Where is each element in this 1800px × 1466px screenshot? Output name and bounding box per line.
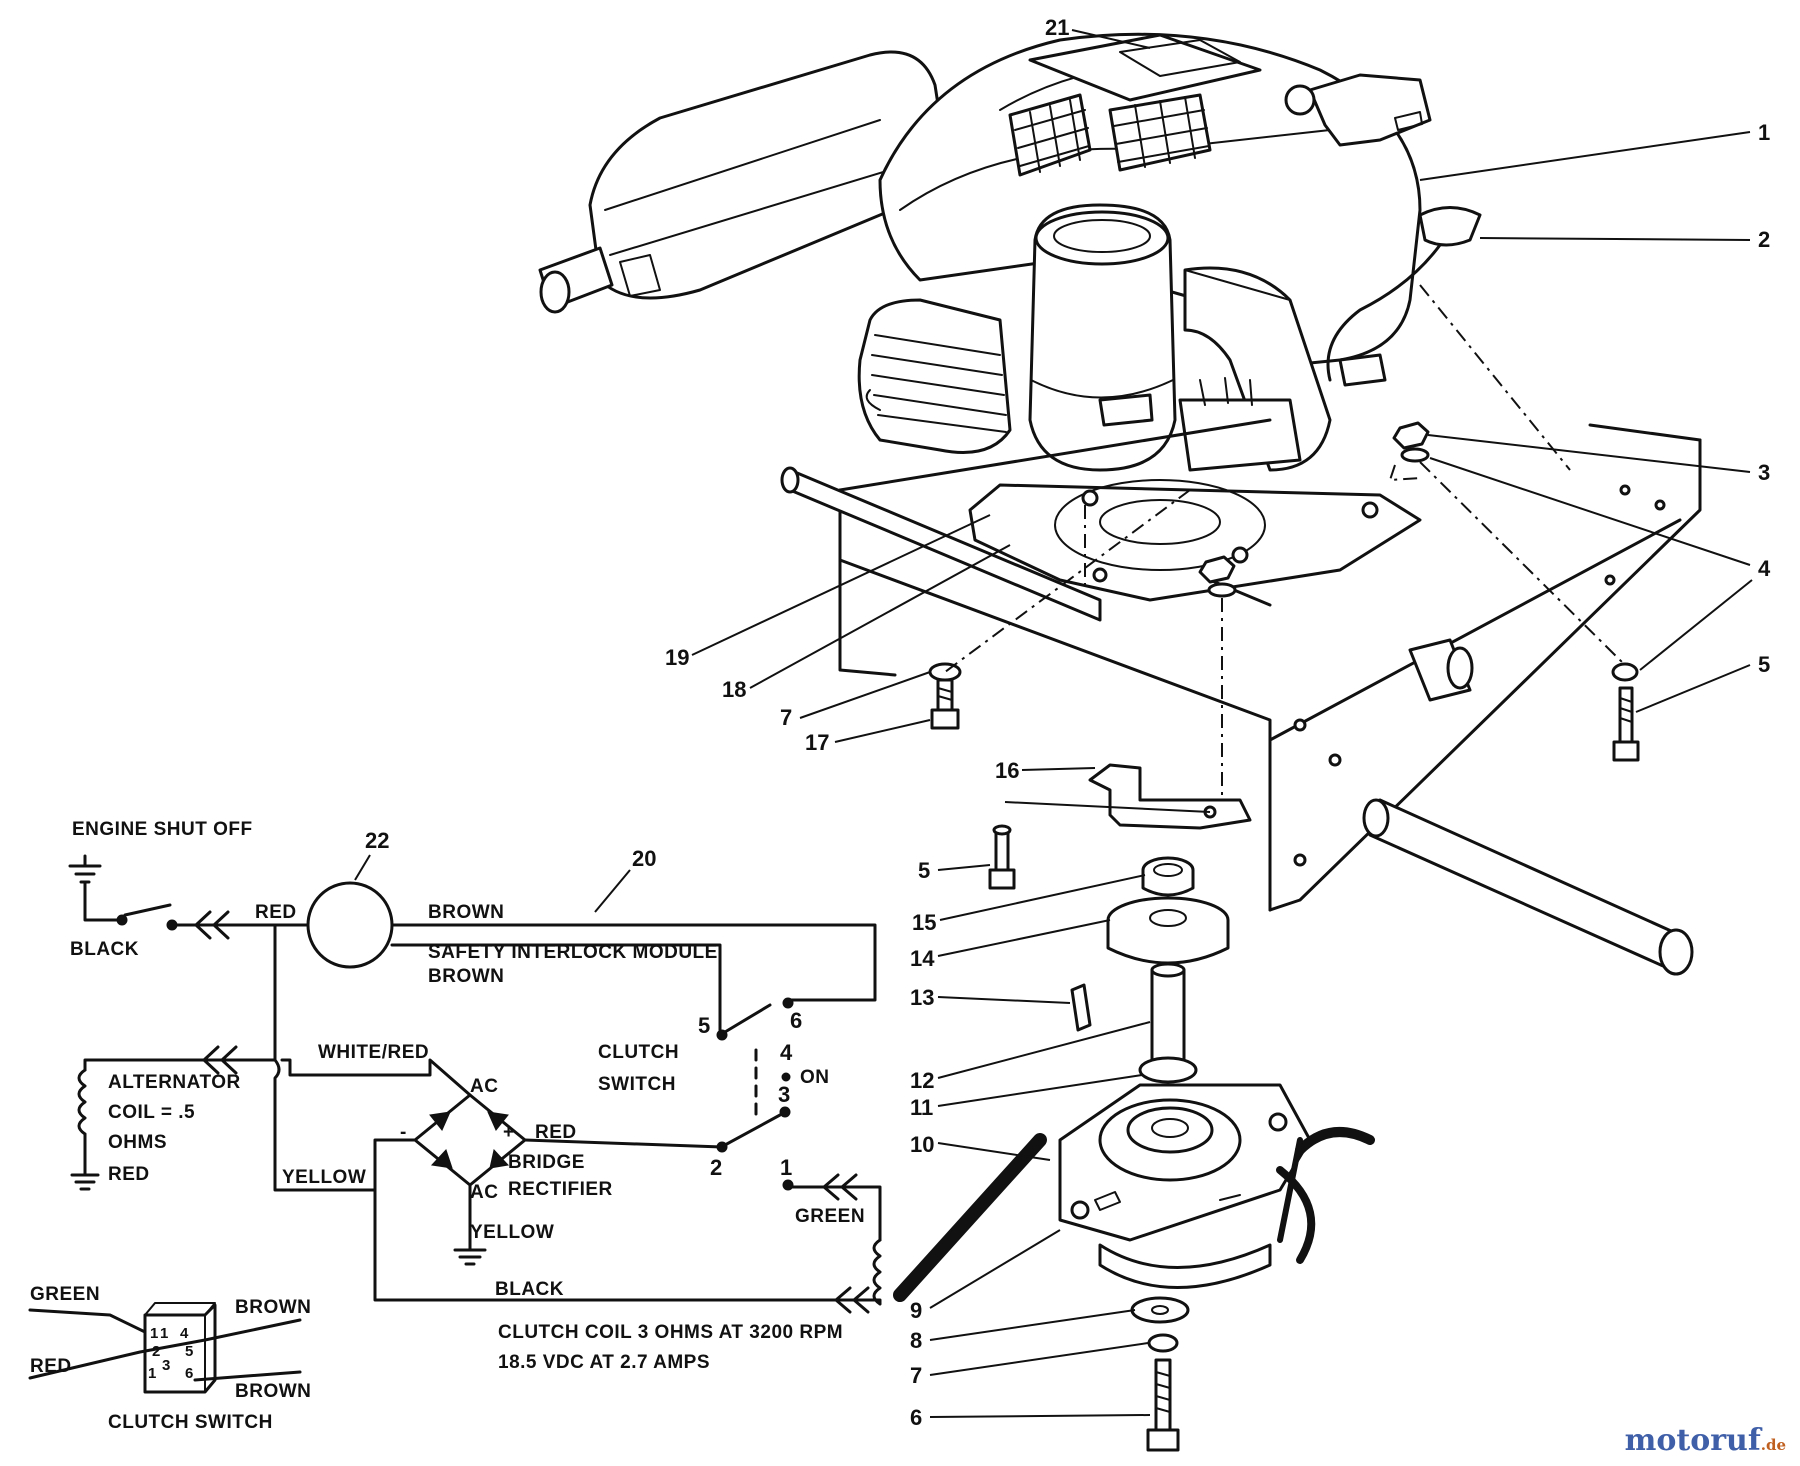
detail-green-label: GREEN xyxy=(30,1284,100,1305)
part-callouts: 21 1 2 3 4 5 19 18 7 17 16 5 15 14 13 12… xyxy=(665,15,1771,1430)
engine-assembly-drawing xyxy=(538,32,1702,1452)
detail-caption: CLUTCH SWITCH xyxy=(108,1412,273,1433)
bridge-label: BRIDGE xyxy=(508,1152,585,1173)
detail-red-label: RED xyxy=(30,1356,72,1377)
mounting-flange xyxy=(968,479,1422,602)
ac-bottom-label: AC xyxy=(470,1182,498,1203)
clutch-switch-detail: 1 1 4 2 5 1 3 6 GREEN BROWN RED BROWN CL… xyxy=(28,1284,311,1433)
callout-22: 22 xyxy=(365,828,389,853)
terminal-1: 1 xyxy=(780,1155,792,1180)
clutch-coil-spec-2: 18.5 VDC AT 2.7 AMPS xyxy=(498,1352,710,1373)
callout-15: 15 xyxy=(912,910,936,935)
ohms-label: OHMS xyxy=(108,1132,167,1153)
wiring-schematic: ENGINE SHUT OFF BLACK RED 22 20 BROWN SA… xyxy=(68,819,882,1373)
white-red-label: WHITE/RED xyxy=(318,1042,429,1063)
callout-16: 16 xyxy=(995,758,1019,783)
detail-brown-top-label: BROWN xyxy=(235,1297,311,1318)
rect-red-label: RED xyxy=(535,1122,577,1143)
on-label: ON xyxy=(800,1067,830,1088)
brown-top-label: BROWN xyxy=(428,902,504,923)
callout-6: 6 xyxy=(910,1405,922,1430)
muffler xyxy=(538,50,947,314)
callout-21: 21 xyxy=(1045,15,1069,40)
callout-5-right: 5 xyxy=(1758,652,1770,677)
callout-11: 11 xyxy=(910,1095,933,1120)
bridge-rectifier xyxy=(373,1093,724,1266)
terminal-3: 3 xyxy=(778,1082,790,1107)
intake-and-carburetor xyxy=(1178,206,1482,472)
air-cleaner xyxy=(1028,203,1177,472)
callout-2: 2 xyxy=(1758,227,1770,252)
callout-9: 9 xyxy=(910,1298,922,1323)
cylinder-fins xyxy=(857,298,1012,454)
terminal-6: 6 xyxy=(790,1008,802,1033)
black-wire-label: BLACK xyxy=(70,939,139,960)
callout-1: 1 xyxy=(1758,120,1770,145)
yellow-ground-label: YELLOW xyxy=(470,1222,554,1243)
red-wire-label: RED xyxy=(255,902,297,923)
pin-4: 4 xyxy=(180,1325,189,1342)
callout-7-bottom: 7 xyxy=(910,1363,922,1388)
callout-8: 8 xyxy=(910,1328,922,1353)
callout-5-left: 5 xyxy=(918,858,930,883)
black-bottom-label: BLACK xyxy=(495,1279,564,1300)
callout-14: 14 xyxy=(910,946,935,971)
terminal-4: 4 xyxy=(780,1040,793,1065)
pin-1a: 1 xyxy=(150,1325,158,1342)
site-watermark: motoruf.de xyxy=(1625,1423,1786,1458)
terminal-2: 2 xyxy=(710,1155,722,1180)
alternator-label: ALTERNATOR xyxy=(108,1072,241,1093)
clutch-coil-spec-1: CLUTCH COIL 3 OHMS AT 3200 RPM xyxy=(498,1322,843,1343)
minus-label: - xyxy=(400,1122,407,1143)
alt-red-label: RED xyxy=(108,1164,150,1185)
clutch-switch-label: CLUTCH xyxy=(598,1042,679,1063)
brown-bottom-label: BROWN xyxy=(428,966,504,987)
pin-2: 2 xyxy=(152,1343,160,1360)
safety-interlock-module xyxy=(306,881,394,969)
clutch-assembly xyxy=(893,856,1375,1452)
callout-12: 12 xyxy=(910,1068,934,1093)
pin-1c: 1 xyxy=(148,1365,156,1382)
callout-17: 17 xyxy=(805,730,829,755)
pin-1b: 1 xyxy=(160,1325,168,1342)
watermark-tld: .de xyxy=(1760,1436,1786,1454)
callout-20: 20 xyxy=(632,846,656,871)
detail-brown-bottom-label: BROWN xyxy=(235,1381,311,1402)
ac-top-label: AC xyxy=(470,1076,498,1097)
plus-label: + xyxy=(503,1122,515,1143)
callout-10: 10 xyxy=(910,1132,934,1157)
callout-13: 13 xyxy=(910,985,934,1010)
green-label: GREEN xyxy=(795,1206,865,1227)
callout-3: 3 xyxy=(1758,460,1770,485)
engine-shut-off-label: ENGINE SHUT OFF xyxy=(72,819,253,840)
module-name-label: SAFETY INTERLOCK MODULE xyxy=(428,942,718,963)
pin-6: 6 xyxy=(185,1365,193,1382)
assembly-lines xyxy=(944,284,1626,800)
switch-label: SWITCH xyxy=(598,1074,676,1095)
callout-4: 4 xyxy=(1758,556,1771,581)
watermark-name: motoruf xyxy=(1624,1423,1761,1458)
pin-3: 3 xyxy=(162,1357,170,1374)
callout-7-left: 7 xyxy=(780,705,792,730)
callout-19: 19 xyxy=(665,645,689,670)
chassis-frame xyxy=(780,418,1702,976)
pin-5: 5 xyxy=(185,1343,193,1360)
terminal-5: 5 xyxy=(698,1013,710,1038)
coil-rating-label: COIL = .5 xyxy=(108,1102,195,1123)
yellow-left-label: YELLOW xyxy=(282,1167,366,1188)
rectifier-label: RECTIFIER xyxy=(508,1179,613,1200)
callout-18: 18 xyxy=(722,677,746,702)
